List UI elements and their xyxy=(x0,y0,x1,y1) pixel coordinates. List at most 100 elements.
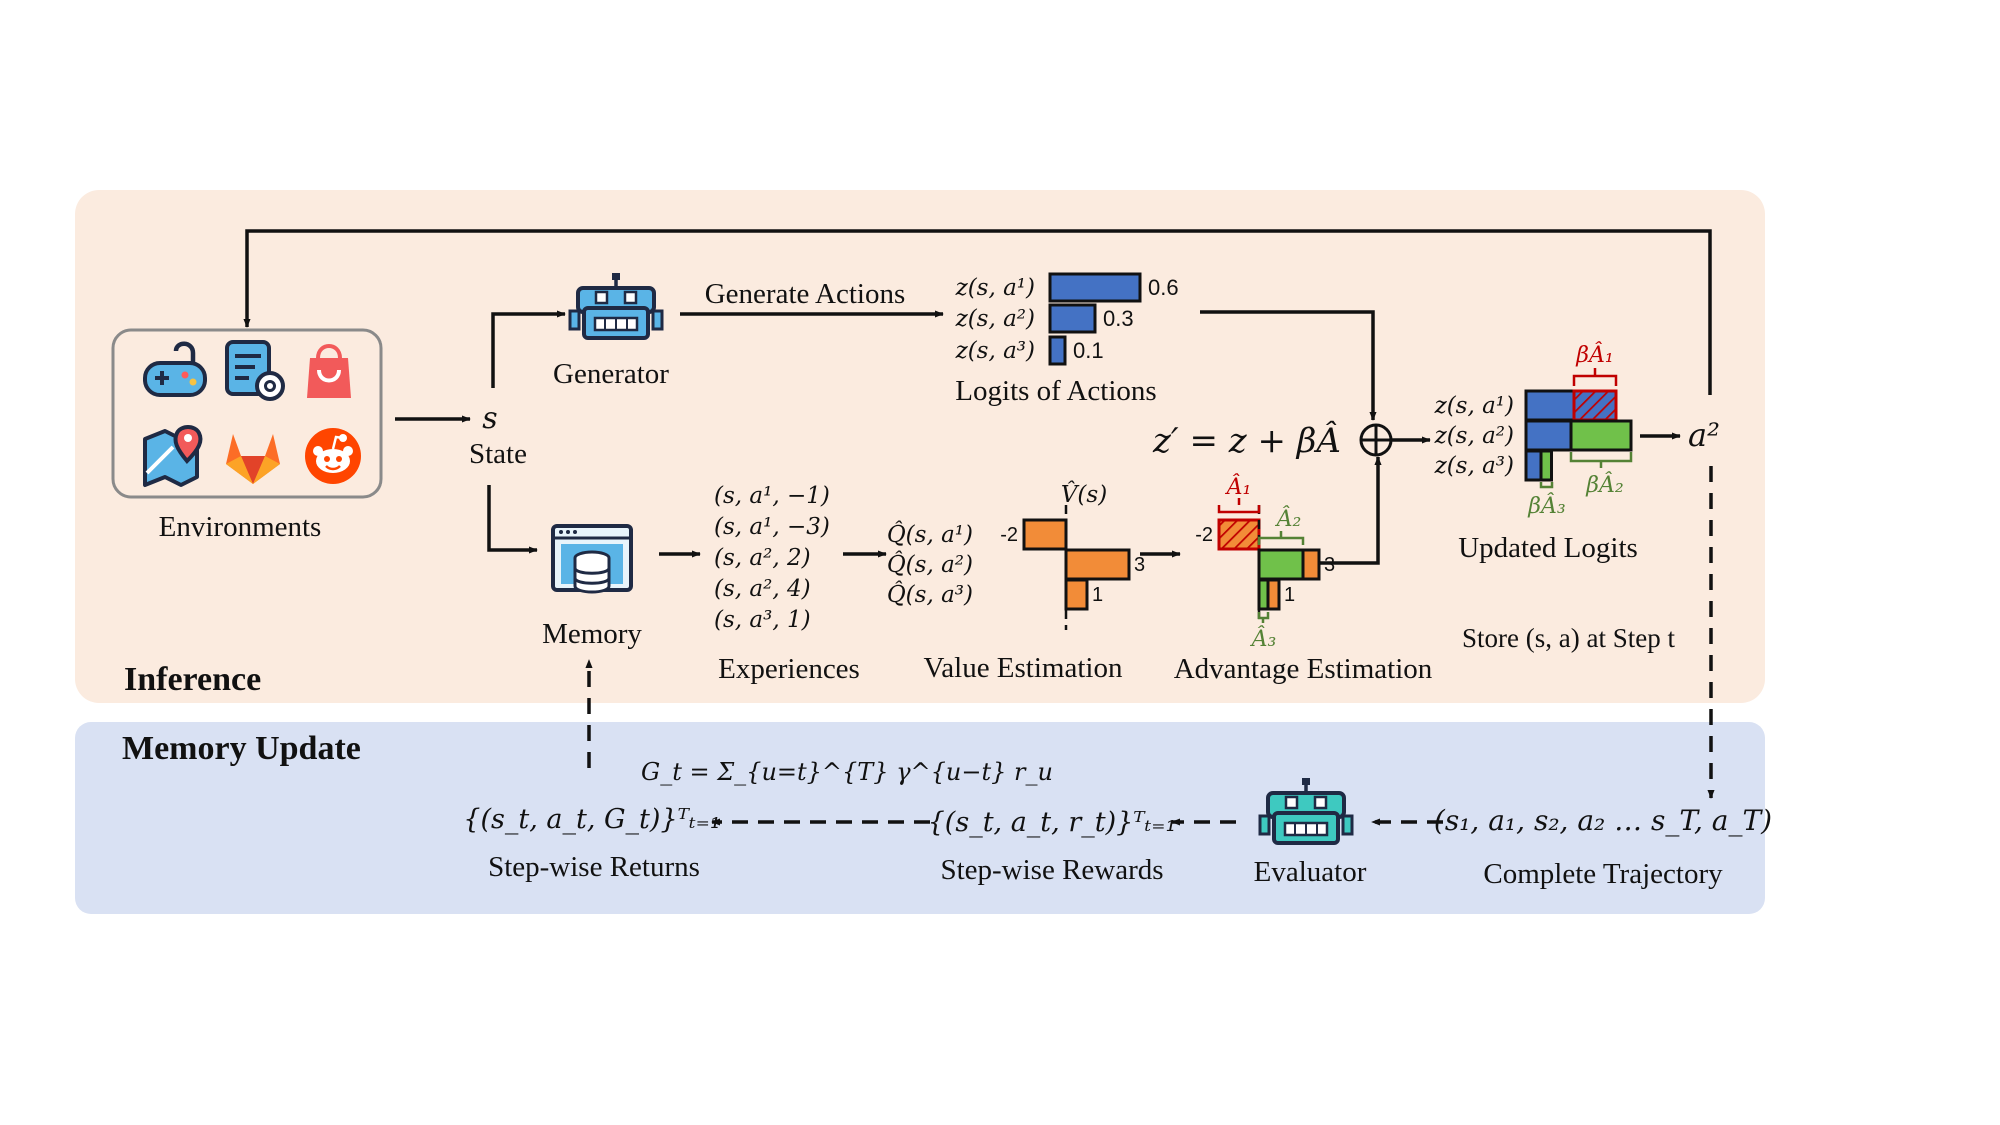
beta-a3-bracket xyxy=(1539,482,1554,489)
evaluator-robot-icon xyxy=(1258,778,1354,845)
advantage-estimation-chart: -2 3 1 Â₁ Â₂ Â₃ xyxy=(1195,473,1335,652)
generator-label: Generator xyxy=(553,358,669,390)
trajectory-text: (s₁, a₁, s₂, a₂ … s_T, a_T) xyxy=(1434,804,1772,837)
updated-logit-a3-bonus xyxy=(1539,449,1553,482)
reddit-icon xyxy=(305,428,361,484)
environments-box xyxy=(111,328,383,499)
a1-label: Â₁ xyxy=(1225,473,1252,500)
v-hat-label: V̂(s) xyxy=(1061,482,1107,508)
trajectory-label: Complete Trajectory xyxy=(1483,858,1723,890)
logit-bar xyxy=(1048,272,1142,303)
updated-logit-a1-penalty xyxy=(1572,389,1618,422)
return-formula: G_t = Σ_{u=t}^{T} γ^{u−t} r_u xyxy=(641,758,1053,786)
state-to-generator-arrow xyxy=(491,310,566,388)
beta-a1-bracket xyxy=(1572,368,1618,386)
memory-update-panel xyxy=(75,722,1765,914)
updated-row-label: z(s, a²) xyxy=(1434,423,1514,449)
updated-logits-caption: Updated Logits xyxy=(1458,532,1638,564)
gamepad-icon xyxy=(143,341,207,397)
q-hat-label: Q̂(s, a²) xyxy=(887,552,973,578)
beta-a1-label: βÂ₁ xyxy=(1575,341,1613,368)
logits-to-sum-arrow xyxy=(1200,310,1377,421)
experience-item: (s, a¹, −3) xyxy=(714,514,830,540)
a3-bracket xyxy=(1257,612,1270,623)
beta-a2-bracket xyxy=(1569,452,1633,468)
rewards-text: {(s_t, a_t, r_t)}ᵀₜ₌₁ xyxy=(928,807,1177,838)
q-value-labels: Q̂(s, a¹) Q̂(s, a²) Q̂(s, a³) xyxy=(887,522,973,608)
advantage-a2-bar xyxy=(1257,548,1305,581)
advantage-a3-bar xyxy=(1257,578,1270,611)
generate-actions-label: Generate Actions xyxy=(705,278,906,310)
logit-bar xyxy=(1048,303,1097,334)
gitlab-icon xyxy=(226,434,280,484)
logits-caption: Logits of Actions xyxy=(955,375,1156,407)
experience-item: (s, a¹, −1) xyxy=(714,483,830,509)
advantage-value-label: -2 xyxy=(1195,524,1213,546)
state-symbol: s xyxy=(482,401,497,436)
advantage-estimation-caption: Advantage Estimation xyxy=(1174,653,1433,685)
logit-row-label: z(s, a³) xyxy=(955,338,1035,364)
q-value-label: 1 xyxy=(1092,584,1103,606)
rewards-label: Step-wise Rewards xyxy=(940,854,1163,886)
updated-row-label: z(s, a¹) xyxy=(1434,393,1514,419)
value-estimation-caption: Value Estimation xyxy=(924,652,1123,684)
updated-logits-chart: z(s, a¹) z(s, a²) z(s, a³) βÂ₁ βÂ₂ βÂ₃ xyxy=(1434,341,1633,519)
state-to-memory-arrow xyxy=(487,485,538,554)
logit-value-label: 0.6 xyxy=(1148,275,1179,300)
a2-label: Â₂ xyxy=(1275,505,1302,532)
updated-logit-a2-bonus xyxy=(1569,419,1633,452)
advantage-to-sum-arrow xyxy=(1318,456,1382,565)
advantage-value-label: 1 xyxy=(1284,584,1295,606)
experience-item: (s, a², 4) xyxy=(714,576,811,602)
returns-label: Step-wise Returns xyxy=(488,851,700,883)
q-value-label: 3 xyxy=(1134,554,1145,576)
inference-panel xyxy=(75,190,1765,703)
generator-robot-icon xyxy=(568,273,664,340)
updated-logit-bar-a3 xyxy=(1524,449,1543,482)
memory-update-title: Memory Update xyxy=(122,730,361,767)
environments-label: Environments xyxy=(159,511,322,543)
a3-label: Â₃ xyxy=(1250,625,1277,652)
logit-value-label: 0.3 xyxy=(1103,306,1134,331)
logit-row-label: z(s, a¹) xyxy=(955,275,1035,301)
logit-value-label: 0.1 xyxy=(1073,338,1104,363)
q-value-bar xyxy=(1064,548,1131,581)
map-pin-icon xyxy=(143,425,203,487)
logit-bar xyxy=(1048,335,1067,366)
experiences-list: (s, a¹, −1) (s, a¹, −3) (s, a², 2) (s, a², … xyxy=(714,483,830,633)
logit-row-label: z(s, a²) xyxy=(955,306,1035,332)
beta-a2-label: βÂ₂ xyxy=(1585,471,1623,498)
experience-item: (s, a³, 1) xyxy=(714,607,811,633)
q-hat-label: Q̂(s, a¹) xyxy=(887,522,973,548)
evaluator-label: Evaluator xyxy=(1254,856,1367,888)
updated-row-label: z(s, a³) xyxy=(1434,453,1514,479)
output-action: a² xyxy=(1688,416,1720,454)
a2-bracket xyxy=(1257,531,1305,545)
q-value-bar xyxy=(1064,578,1089,611)
q-hat-label: Q̂(s, a³) xyxy=(887,582,973,608)
feedback-loop-arrow xyxy=(243,229,1712,395)
q-value-label: -2 xyxy=(1000,524,1018,546)
experiences-caption: Experiences xyxy=(718,653,860,685)
sum-node-icon xyxy=(1359,423,1393,457)
advantage-value-label: 3 xyxy=(1324,554,1335,576)
shopping-bag-icon xyxy=(307,344,351,398)
settings-document-icon xyxy=(225,340,285,401)
beta-a3-label: βÂ₃ xyxy=(1527,492,1565,519)
experience-item: (s, a², 2) xyxy=(714,545,811,571)
store-label: Store (s, a) at Step t xyxy=(1462,623,1675,653)
inference-title: Inference xyxy=(124,661,261,698)
update-formula: z′ = z + βÂ xyxy=(1152,420,1341,461)
advantage-a1-hatched-bar xyxy=(1217,518,1261,551)
memory-database-icon xyxy=(551,524,633,594)
memory-label: Memory xyxy=(542,618,642,650)
logits-chart: z(s, a¹) 0.6 z(s, a²) 0.3 z(s, a³) 0.1 xyxy=(955,272,1179,366)
returns-text: {(s_t, a_t, G_t)}ᵀₜ₌₁ xyxy=(463,804,720,835)
updated-logit-bar-a2 xyxy=(1524,419,1573,452)
q-value-bar xyxy=(1022,518,1068,551)
value-estimation-chart: -2 3 1 xyxy=(1000,505,1145,630)
a1-bracket xyxy=(1217,498,1261,514)
state-label: State xyxy=(469,438,527,470)
